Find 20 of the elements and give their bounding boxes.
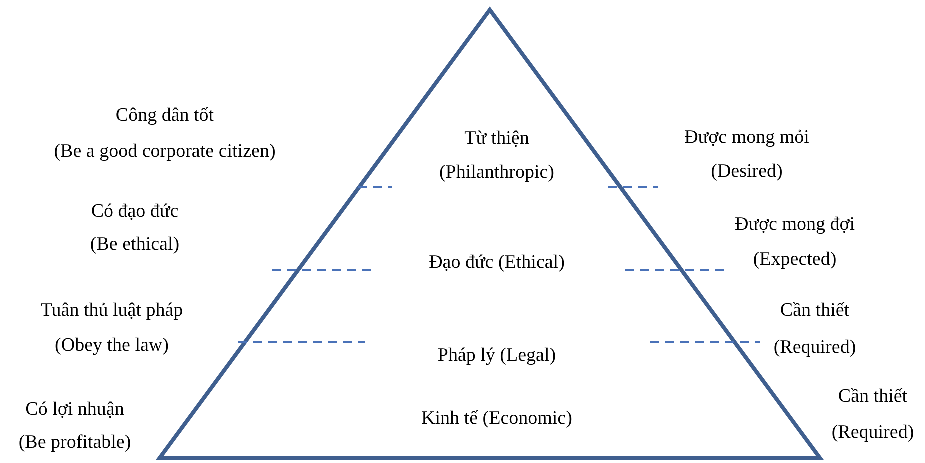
pyramid-layer-label: Pháp lý (Legal) bbox=[397, 339, 597, 373]
side-label: (Be profitable) bbox=[18, 431, 132, 455]
pyramid-layer-label: Từ thiện (Philanthropic) bbox=[422, 122, 572, 190]
pyramid-layer-label: Kinh tế (Economic) bbox=[387, 402, 607, 436]
side-label: Có lợi nhuận bbox=[26, 398, 124, 422]
side-label: (Be ethical) bbox=[90, 233, 180, 257]
side-label: Tuân thủ luật pháp bbox=[40, 299, 184, 323]
side-label: (Desired) bbox=[711, 160, 783, 184]
side-label: Cần thiết bbox=[838, 385, 908, 409]
side-label: Cần thiết bbox=[780, 299, 850, 323]
side-label: Công dân tốt bbox=[116, 104, 214, 128]
side-label: (Required) bbox=[774, 336, 856, 360]
side-label: Có đạo đức bbox=[91, 200, 179, 224]
side-label: Được mong đợi bbox=[734, 213, 856, 237]
pyramid-layer-label: Đạo đức (Ethical) bbox=[397, 246, 597, 280]
side-label: Được mong mỏi bbox=[684, 126, 810, 150]
side-label: (Be a good corporate citizen) bbox=[54, 140, 276, 164]
side-label: (Obey the law) bbox=[55, 334, 169, 358]
side-label: (Expected) bbox=[753, 248, 837, 272]
side-label: (Required) bbox=[832, 421, 914, 445]
